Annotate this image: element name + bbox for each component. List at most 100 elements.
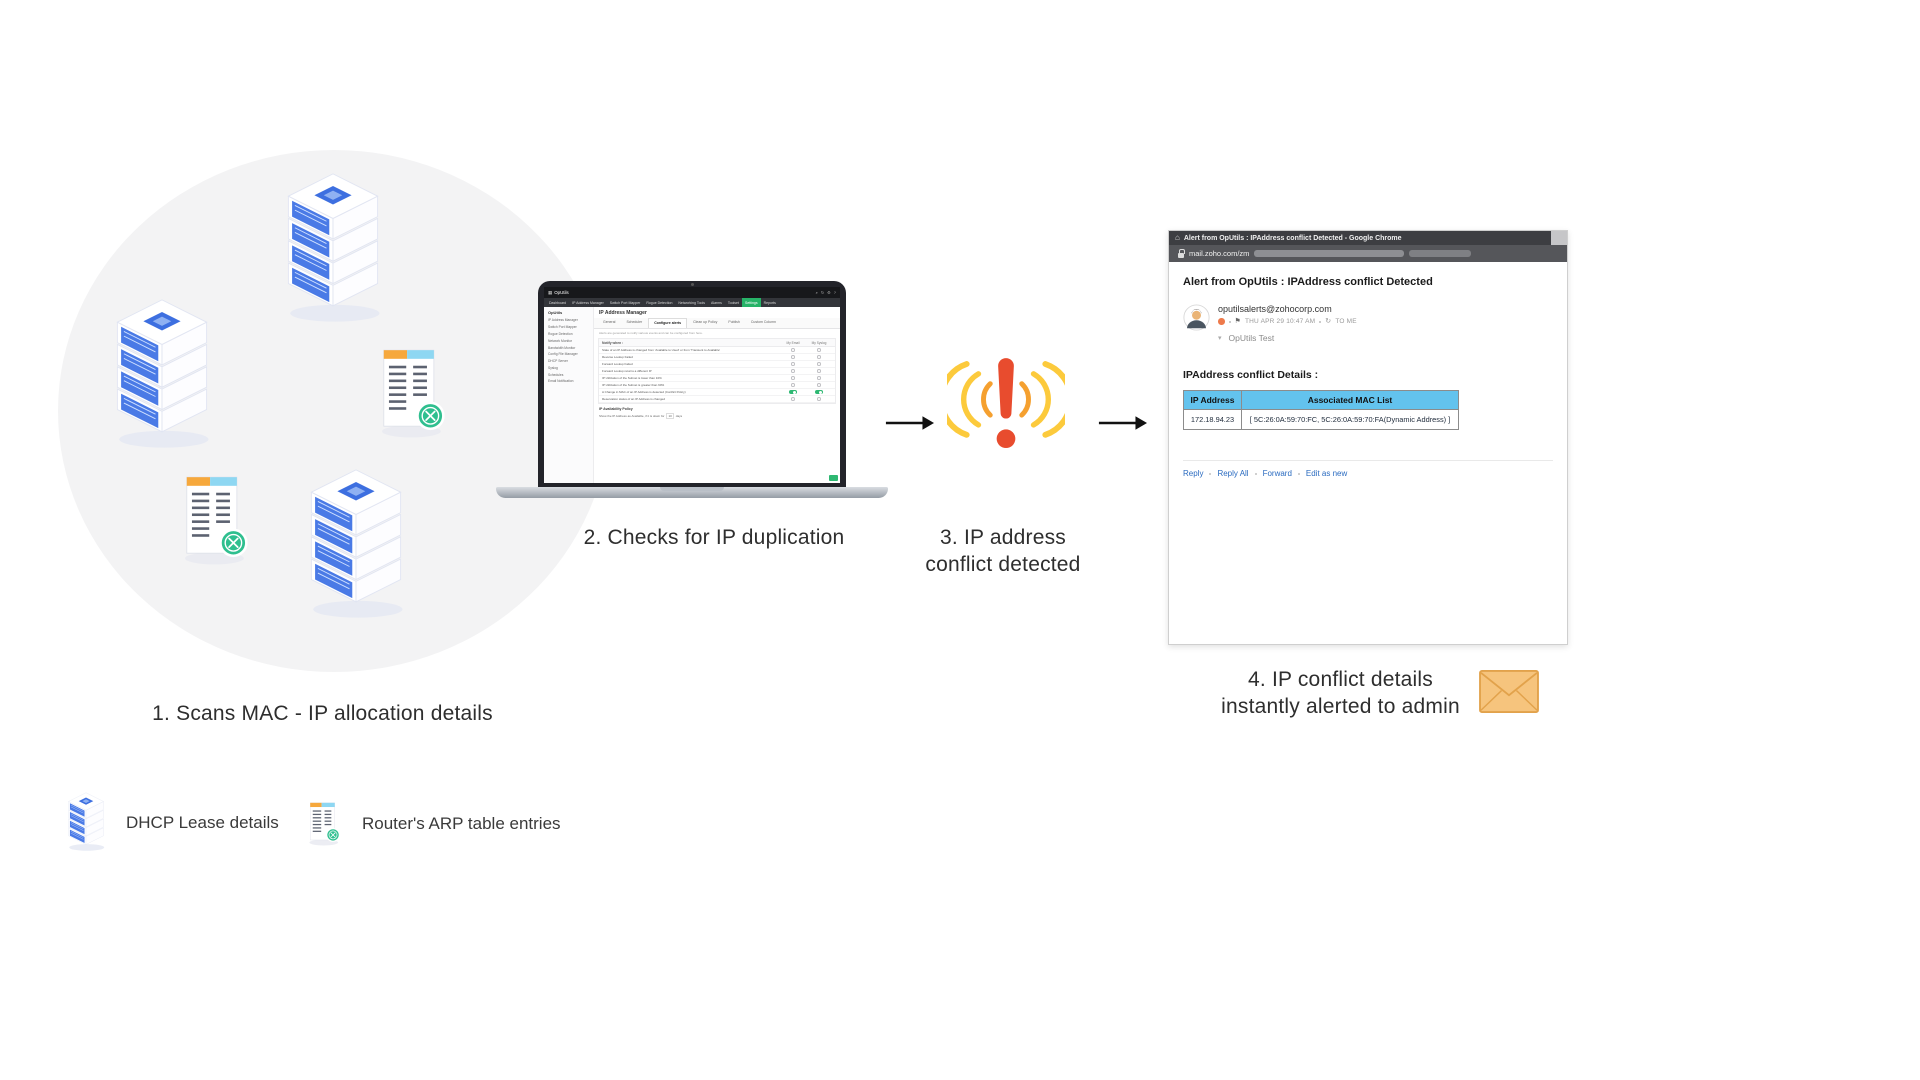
tab-configure-alerts[interactable]: Configure alerts: [648, 318, 688, 328]
reply-all-link[interactable]: Reply All: [1217, 469, 1249, 478]
sidebar-header: OpUtils: [548, 310, 563, 315]
email-toggle[interactable]: [791, 397, 795, 401]
reply-indicator-icon: ↻: [1325, 318, 1332, 325]
step3-line1: 3. IP address: [940, 526, 1066, 549]
window-controls-area[interactable]: [1551, 231, 1567, 245]
menu-reports[interactable]: Reports: [763, 300, 776, 305]
alert-row-label: A Change in MAC of an IP Address is dete…: [602, 390, 686, 394]
menu-settings[interactable]: Settings: [741, 298, 761, 307]
col-my-email: My Email: [786, 340, 800, 345]
conflict-table-row: 172.18.94.23 [ 5C:26:0A:59:70:FC, 5C:26:…: [1184, 409, 1458, 429]
email-toggle[interactable]: [791, 383, 795, 387]
email-preview-text: OpUtils Test: [1228, 333, 1275, 343]
envelope-icon: [1479, 670, 1539, 713]
redacted-url-segment: [1254, 250, 1405, 257]
legend-arp: Router's ARP table entries: [306, 800, 561, 847]
step4-line1: 4. IP conflict details: [1248, 668, 1433, 691]
syslog-toggle[interactable]: [817, 362, 821, 366]
menu-networking-tools[interactable]: Networking Tools: [678, 300, 705, 305]
col-my-syslog: My Syslog: [811, 340, 827, 345]
menu-ip-address-manager[interactable]: IP Address Manager: [572, 300, 604, 305]
server-stack-icon: [300, 468, 412, 626]
email-sender-block: oputilsalerts@zohocorp.com ⚑ THU APR 29 …: [1183, 304, 1553, 343]
menu-switch-port-mapper[interactable]: Switch Port Mapper: [609, 300, 641, 305]
syslog-toggle[interactable]: [817, 348, 821, 352]
refresh-icon[interactable]: ↻: [820, 290, 825, 295]
sidebar-item[interactable]: Schedules: [548, 372, 564, 377]
laptop-screen: ▦ OpUtils ⌕ ↻ ⚙ ? Dashboard IP Address M…: [544, 287, 840, 483]
sidebar-item[interactable]: Syslog: [548, 365, 558, 370]
tab-general[interactable]: General: [603, 320, 616, 324]
syslog-toggle[interactable]: [817, 355, 821, 359]
alert-row-label: Reverse Lookup Failed: [602, 355, 633, 359]
syslog-toggle[interactable]: [817, 376, 821, 380]
address-bar[interactable]: mail.zoho.com/zm: [1169, 245, 1567, 262]
oputils-brand: OpUtils: [554, 290, 569, 295]
policy-days-input[interactable]: 10: [665, 413, 675, 419]
help-icon[interactable]: ?: [833, 290, 836, 295]
email-toggle[interactable]: [791, 355, 795, 359]
step1-label: 1. Scans MAC - IP allocation details: [152, 702, 493, 725]
alert-row: Reservation status of an IP Address is c…: [599, 396, 835, 403]
alert-row: Forward Lookup Failed: [599, 361, 835, 368]
tab-publish[interactable]: Publish: [728, 320, 740, 324]
sidebar-item[interactable]: Bandwidth Monitor: [548, 345, 576, 350]
chat-button[interactable]: [829, 475, 838, 481]
step4-line2: instantly alerted to admin: [1221, 695, 1460, 718]
tab-scheduler[interactable]: Scheduler: [626, 320, 643, 324]
page-title: IP Address Manager: [599, 310, 647, 316]
availability-policy-row: Show the IP Address as Available, if it …: [594, 412, 840, 420]
syslog-toggle[interactable]: [815, 389, 823, 395]
email-toggle[interactable]: [791, 369, 795, 373]
sidebar-item[interactable]: IP Address Manager: [548, 318, 578, 323]
conflict-col-ip: IP Address: [1184, 391, 1242, 409]
edit-as-new-link[interactable]: Edit as new: [1305, 469, 1348, 478]
syslog-toggle[interactable]: [817, 369, 821, 373]
flag-icon[interactable]: ⚑: [1234, 318, 1241, 325]
lock-icon: [1178, 248, 1185, 258]
router-icon: [375, 345, 453, 440]
url-text[interactable]: mail.zoho.com/zm: [1189, 249, 1250, 258]
collapse-icon[interactable]: ▾: [1218, 335, 1222, 342]
syslog-toggle[interactable]: [817, 383, 821, 387]
sidebar-item[interactable]: Config File Manager: [548, 352, 578, 357]
email-subject: Alert from OpUtils : IPAddress conflict …: [1183, 276, 1433, 288]
step2-label: 2. Checks for IP duplication: [583, 526, 845, 549]
email-to[interactable]: TO ME: [1335, 318, 1357, 325]
tab-cleanup-policy[interactable]: Clean up Policy: [693, 320, 718, 324]
email-toggle[interactable]: [791, 348, 795, 352]
syslog-toggle[interactable]: [817, 397, 821, 401]
menu-dashboard[interactable]: Dashboard: [549, 300, 567, 305]
tab-custom-column[interactable]: Custom Column: [750, 320, 776, 324]
menu-alarms[interactable]: Alarms: [711, 300, 722, 305]
gear-icon[interactable]: ⚙: [827, 290, 831, 295]
chrome-title-bar[interactable]: ⌂ Alert from OpUtils : IPAddress conflic…: [1169, 231, 1567, 245]
alert-icon: [947, 348, 1065, 496]
sidebar-item[interactable]: DHCP Server: [548, 359, 568, 364]
legend-arp-label: Router's ARP table entries: [362, 813, 561, 833]
forward-link[interactable]: Forward: [1262, 469, 1292, 478]
alert-row: IP Utilization of the Subnet is lower th…: [599, 375, 835, 382]
sidebar-item[interactable]: Email Notification: [548, 379, 574, 384]
oputils-main: IP Address Manager General Scheduler Con…: [594, 307, 840, 483]
sender-address[interactable]: oputilsalerts@zohocorp.com: [1218, 304, 1332, 314]
email-date: THU APR 29 10:47 AM: [1244, 318, 1316, 325]
sender-avatar: [1183, 304, 1210, 331]
sidebar-item[interactable]: Network Monitor: [548, 338, 573, 343]
conflict-mac-value: [ 5C:26:0A:59:70:FC, 5C:26:0A:59:70:FA(D…: [1249, 415, 1451, 424]
policy-suffix: days: [675, 414, 683, 418]
menu-rogue-detection[interactable]: Rogue Detection: [646, 300, 673, 305]
window-icon: ⌂: [1175, 233, 1180, 242]
menu-toolset[interactable]: Toolset: [727, 300, 739, 305]
email-toggle[interactable]: [789, 389, 797, 395]
availability-policy-heading: IP Availability Policy: [599, 407, 633, 411]
sidebar-item[interactable]: Rogue Detection: [548, 331, 573, 336]
reply-link[interactable]: Reply: [1183, 469, 1204, 478]
email-toggle[interactable]: [791, 362, 795, 366]
sidebar-item[interactable]: Switch Port Mapper: [548, 325, 577, 330]
email-actions: Reply Reply All Forward Edit as new: [1183, 460, 1553, 478]
alert-row: IP Utilization of the Subnet is greater …: [599, 382, 835, 389]
email-toggle[interactable]: [791, 376, 795, 380]
search-icon[interactable]: ⌕: [815, 290, 818, 295]
